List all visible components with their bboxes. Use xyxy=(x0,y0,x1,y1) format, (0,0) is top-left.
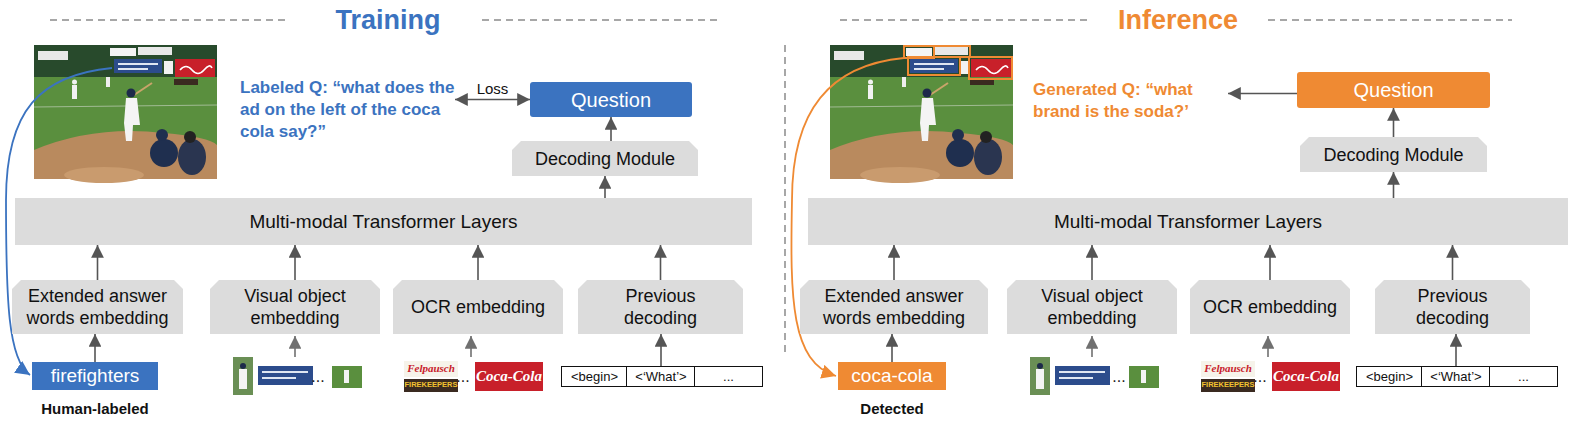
node-text: <begin> xyxy=(571,369,618,385)
node-text: Previous decoding xyxy=(588,285,733,329)
ocr-crop-text: FIREKEEPERS xyxy=(405,380,458,390)
edge-label: Loss xyxy=(474,80,512,97)
section-title: Inference xyxy=(1118,5,1238,35)
node-text: Multi-modal Transformer Layers xyxy=(1054,210,1322,233)
embedding-box: Previous decoding xyxy=(1375,280,1530,334)
node-text: Question xyxy=(571,88,651,112)
node-text: Extended answer words embedding xyxy=(810,285,978,329)
node-text: <‘What’> xyxy=(635,369,686,385)
token-cell: ... xyxy=(694,366,763,387)
ocr-crop-text: FIREKEEPERS xyxy=(1202,380,1255,390)
section-title: Training xyxy=(335,5,440,35)
connector-arrow xyxy=(610,117,612,141)
node-text: ... xyxy=(723,369,734,385)
embedding-box: Extended answer words embedding xyxy=(800,280,988,334)
connector-arrow xyxy=(1269,245,1271,280)
caption-text: Human-labeled xyxy=(41,400,149,418)
node-text: OCR embedding xyxy=(1203,296,1337,318)
connector-arrow xyxy=(1091,245,1093,280)
token-cell: ... xyxy=(1489,366,1558,387)
answer-tag: coca-cola xyxy=(838,362,946,390)
module-box: Decoding Module xyxy=(1300,137,1487,172)
node-text: coca-cola xyxy=(851,365,932,387)
node-text: Visual object embedding xyxy=(1017,285,1167,329)
node-text: Previous decoding xyxy=(1385,285,1520,329)
layer-band: Multi-modal Transformer Layers xyxy=(15,198,752,245)
node-text: Visual object embedding xyxy=(220,285,370,329)
output-box: Question xyxy=(1297,72,1490,108)
embedding-box: Visual object embedding xyxy=(210,280,380,334)
baseball-photo xyxy=(830,45,1013,183)
node-text: Decoding Module xyxy=(535,148,675,170)
connector-arrow xyxy=(1393,108,1395,137)
layer-band: Multi-modal Transformer Layers xyxy=(808,198,1568,245)
node-text: Extended answer words embedding xyxy=(22,285,173,329)
connector-arrow xyxy=(1393,172,1395,198)
connector-arrow xyxy=(660,334,662,366)
question-text: Generated Q: “what brand is the soda?’ xyxy=(1033,79,1228,123)
connector-arrow xyxy=(893,245,895,280)
ellipsis: ... xyxy=(1253,368,1266,386)
visual-object-crops xyxy=(233,357,1159,395)
node-text: <begin> xyxy=(1366,369,1413,385)
connector-arrow xyxy=(660,245,662,280)
connector-arrow xyxy=(97,245,99,280)
question-text: Labeled Q: “what does the ad on the left… xyxy=(240,77,455,143)
node-text: <‘What’> xyxy=(1430,369,1481,385)
node-text: firefighters xyxy=(51,365,140,387)
connector-arrow xyxy=(1455,334,1457,366)
detection-boxes xyxy=(904,46,1012,79)
node-text: Question xyxy=(1353,78,1433,102)
node-text: ... xyxy=(1518,369,1529,385)
ocr-crop-text: Coca-Cola xyxy=(1273,367,1339,385)
embedding-box: OCR embedding xyxy=(393,280,563,334)
connector-arrow xyxy=(1228,93,1297,95)
connector-arrow xyxy=(94,334,96,362)
ocr-crops xyxy=(404,361,1340,392)
ocr-crop-text: Felpausch xyxy=(407,362,455,375)
baseball-photo xyxy=(34,45,217,183)
connector-arrow xyxy=(294,245,296,280)
embedding-box: OCR embedding xyxy=(1190,280,1350,334)
node-text: Decoding Module xyxy=(1323,144,1463,166)
node-text: Generated Q: “what brand is the soda?’ xyxy=(1033,80,1193,121)
token-cell: <begin> xyxy=(561,366,628,387)
embedding-box: Extended answer words embedding xyxy=(12,280,183,334)
token-cell: <‘What’> xyxy=(1421,366,1491,387)
connector-arrow xyxy=(477,245,479,280)
module-box: Decoding Module xyxy=(512,141,698,176)
embedding-box: Previous decoding xyxy=(578,280,743,334)
connector-arrow xyxy=(1452,245,1454,280)
answer-tag: firefighters xyxy=(32,362,158,390)
caption-text: Detected xyxy=(860,400,923,418)
token-cell: <begin> xyxy=(1356,366,1423,387)
ellipsis: ... xyxy=(311,368,324,386)
output-box: Question xyxy=(530,82,692,117)
embedding-box: Visual object embedding xyxy=(1007,280,1177,334)
node-text: Labeled Q: “what does the ad on the left… xyxy=(240,78,454,141)
connector-arrow xyxy=(604,176,606,198)
input-arrows xyxy=(295,336,1268,357)
section-divider-lines xyxy=(50,20,1512,355)
connector-arrow xyxy=(891,334,893,362)
ellipsis: ... xyxy=(1112,368,1125,386)
node-text: OCR embedding xyxy=(411,296,545,318)
ocr-crop-text: Felpausch xyxy=(1204,362,1252,375)
connector-arrow xyxy=(455,99,530,101)
node-text: Multi-modal Transformer Layers xyxy=(249,210,517,233)
ellipsis: ... xyxy=(456,368,469,386)
ocr-crop-text: Coca-Cola xyxy=(476,367,542,385)
token-cell: <‘What’> xyxy=(626,366,696,387)
